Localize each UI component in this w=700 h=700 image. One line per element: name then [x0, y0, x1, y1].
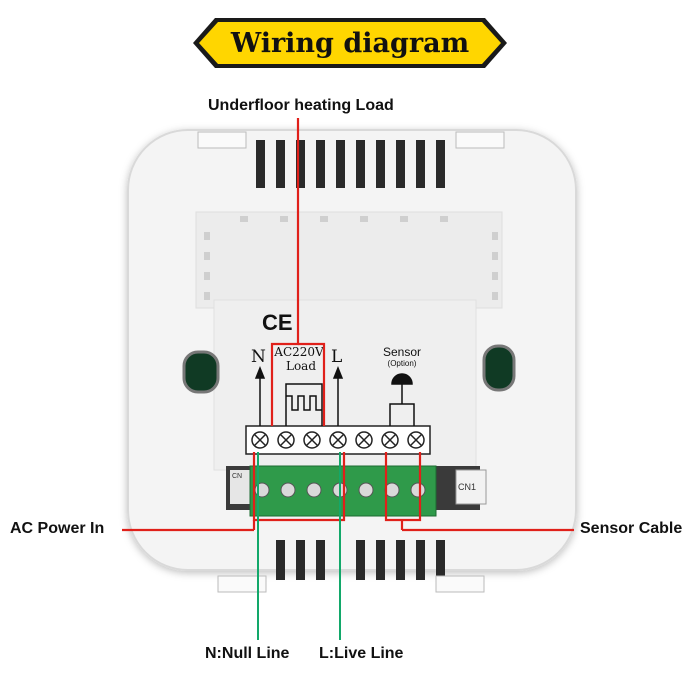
- load-label-line1: AC220V: [273, 345, 324, 359]
- live-line-label: L:Live Line: [319, 645, 404, 662]
- left-mount-hole: [182, 350, 220, 394]
- null-line-label: N:Null Line: [205, 645, 290, 662]
- load-label-line2: Load: [286, 359, 316, 373]
- ce-mark: CE: [262, 310, 293, 335]
- bottom-vent-slots: [276, 540, 445, 580]
- green-wires: [257, 452, 341, 640]
- underfloor-heating-load-label: Underfloor heating Load: [208, 97, 394, 114]
- red-wires: [122, 118, 574, 532]
- title-banner: [193, 18, 507, 68]
- ac-power-in-label: AC Power In: [10, 520, 105, 537]
- sensor-cable-label: Sensor Cable: [580, 520, 683, 537]
- pcb-right-label: CN1: [458, 482, 476, 492]
- top-vent-slots: [256, 140, 445, 188]
- sensor-option-label: (Option): [388, 359, 417, 368]
- diagram-title: Wiring diagram: [230, 27, 470, 59]
- connector-screws: [251, 431, 425, 449]
- terminal-n-label: N: [251, 347, 266, 367]
- pcb-left-label: CN: [232, 473, 242, 480]
- sensor-icon: [389, 373, 415, 426]
- sensor-label: Sensor: [383, 345, 421, 359]
- terminal-l-label: L: [331, 347, 342, 367]
- right-mount-hole: [482, 344, 516, 392]
- load-coil-icon: [285, 383, 323, 426]
